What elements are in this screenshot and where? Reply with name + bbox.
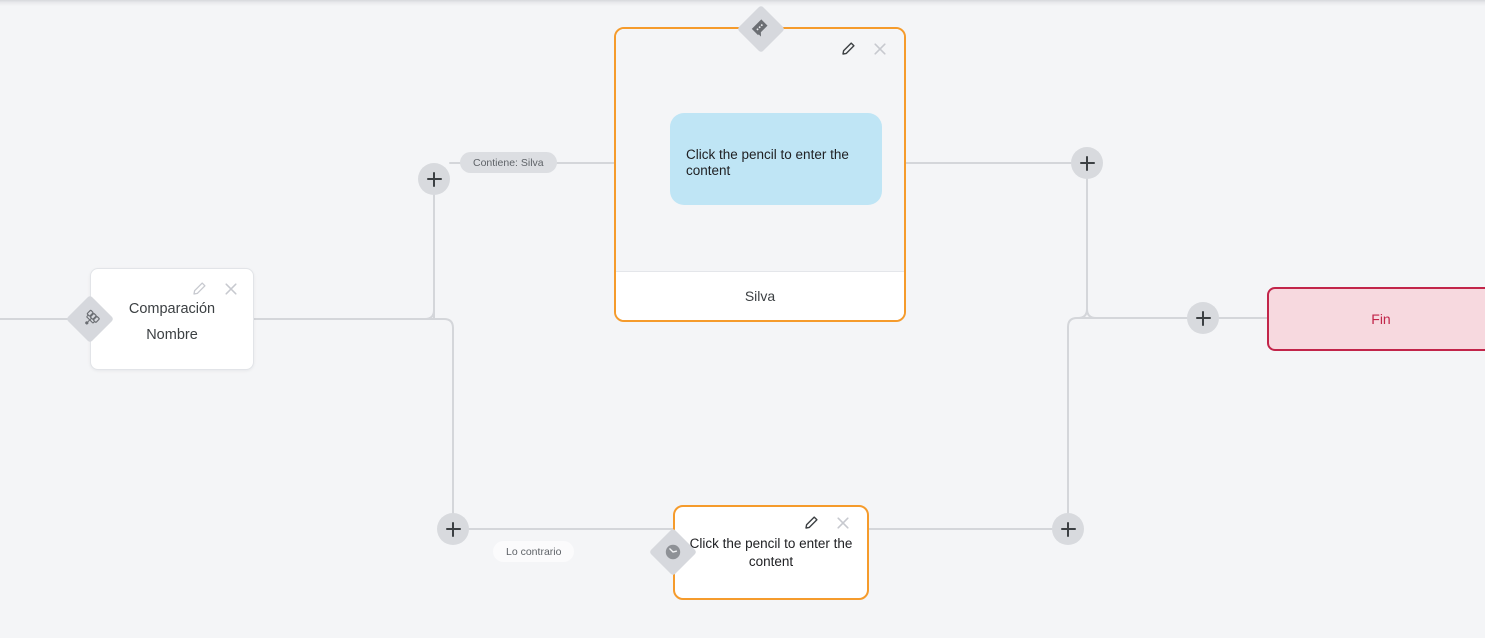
add-node-button-branch-false[interactable] xyxy=(437,513,469,545)
node-comparacion[interactable]: Comparación Nombre xyxy=(90,268,254,370)
branch-icon xyxy=(66,295,114,343)
node-message-silva[interactable]: Click the pencil to enter the content Si… xyxy=(614,27,906,322)
node-message-tools xyxy=(840,41,888,57)
node-message-footer: Silva xyxy=(616,272,904,320)
node-fin-label: Fin xyxy=(1371,311,1391,327)
edge-label-contiene[interactable]: Contiene: Silva xyxy=(460,152,557,173)
close-icon[interactable] xyxy=(835,515,851,531)
close-icon[interactable] xyxy=(872,41,888,57)
node-fin[interactable]: Fin xyxy=(1267,287,1485,351)
edge-label-lo-contrario[interactable]: Lo contrario xyxy=(493,541,575,562)
add-node-button-after-message[interactable] xyxy=(1071,147,1103,179)
edit-pencil-icon[interactable] xyxy=(803,515,819,531)
add-node-button-branch-true[interactable] xyxy=(418,163,450,195)
add-node-button-after-wait[interactable] xyxy=(1052,513,1084,545)
node-wait-text: Click the pencil to enter the content xyxy=(689,536,853,569)
message-bubble[interactable]: Click the pencil to enter the content xyxy=(670,113,882,205)
node-message-divider xyxy=(616,271,904,272)
node-wait[interactable]: Click the pencil to enter the content xyxy=(673,505,869,600)
node-wait-tools xyxy=(803,515,851,531)
node-comparacion-title: Comparación xyxy=(128,301,216,317)
close-icon[interactable] xyxy=(223,281,239,297)
node-comparacion-subtitle: Nombre xyxy=(146,327,198,343)
clock-icon xyxy=(649,528,697,576)
add-node-button-before-end[interactable] xyxy=(1187,302,1219,334)
edit-pencil-icon[interactable] xyxy=(191,281,207,297)
node-message-footer-label: Silva xyxy=(744,288,776,304)
speech-bubble-icon xyxy=(737,5,785,53)
edit-pencil-icon[interactable] xyxy=(840,41,856,57)
node-message-body: Click the pencil to enter the content xyxy=(616,29,904,271)
node-comparacion-tools xyxy=(191,281,239,297)
